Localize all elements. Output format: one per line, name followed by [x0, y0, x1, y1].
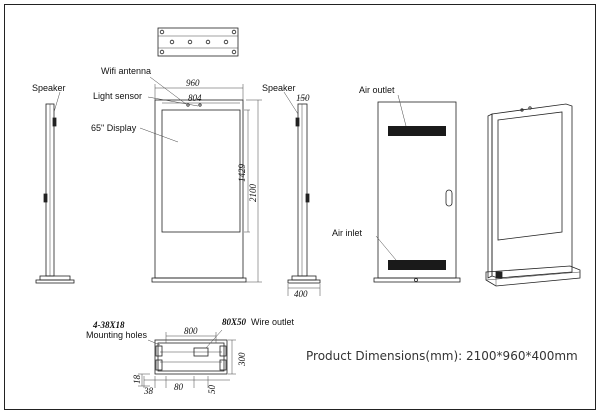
dim-offset-80: 80	[174, 382, 184, 392]
dim-side-depth: 150	[296, 93, 310, 103]
dim-base-width: 800	[184, 326, 198, 336]
right-side-view	[283, 91, 321, 296]
wire-outlet-label: Wire outlet	[251, 317, 295, 327]
dim-offset-18: 18	[132, 375, 142, 385]
dim-base-depth-small: 300	[237, 352, 247, 367]
mounting-holes-spec: 4-38X18	[92, 320, 125, 330]
rear-view	[373, 94, 461, 283]
dim-offset-50: 50	[207, 385, 217, 395]
speaker-left-label: Speaker	[32, 83, 66, 93]
dim-overall-width: 960	[186, 78, 200, 88]
air-outlet-vent	[388, 126, 446, 136]
mounting-holes-label: Mounting holes	[86, 330, 148, 340]
dim-base-depth: 400	[294, 289, 308, 299]
perspective-view	[485, 103, 581, 287]
left-side-view	[35, 91, 75, 284]
dim-overall-height: 2100	[248, 184, 258, 203]
air-outlet-label: Air outlet	[359, 85, 395, 95]
front-view	[139, 76, 262, 283]
dim-screen-height: 1429	[237, 164, 247, 183]
speaker-right-label: Speaker	[262, 83, 296, 93]
display-label: 65" Display	[91, 123, 137, 133]
wifi-antenna-label: Wifi antenna	[101, 66, 151, 76]
wire-outlet-spec: 80X50	[222, 317, 247, 327]
air-inlet-label: Air inlet	[332, 228, 363, 238]
base-plan-view	[138, 329, 236, 388]
mounting-bracket	[157, 27, 239, 57]
air-inlet-vent	[388, 260, 446, 270]
drawing-frame	[4, 4, 596, 410]
dim-offset-38: 38	[143, 386, 154, 396]
dim-screen-width: 804	[188, 93, 202, 103]
light-sensor-label: Light sensor	[93, 91, 142, 101]
product-dimensions-caption: Product Dimensions(mm): 2100*960*400mm	[306, 349, 578, 363]
